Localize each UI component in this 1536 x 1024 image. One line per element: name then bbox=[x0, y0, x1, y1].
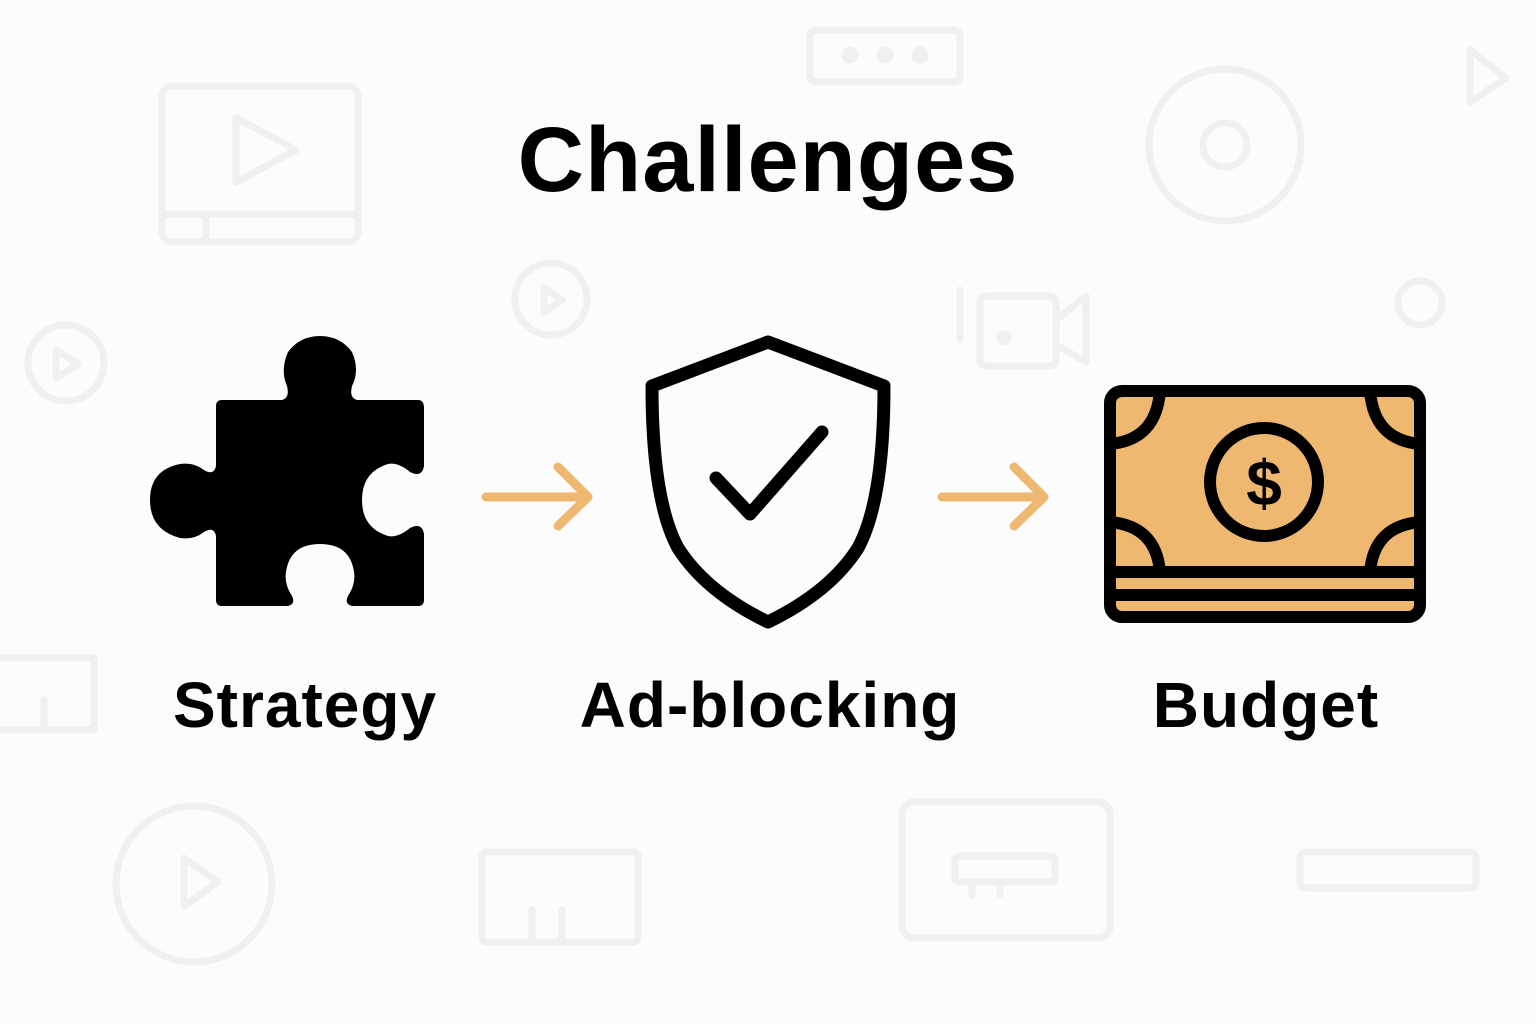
play-circle-icon bbox=[511, 259, 591, 339]
disc-icon bbox=[1145, 65, 1305, 225]
step-label-strategy: Strategy bbox=[172, 669, 438, 741]
puzzle-piece-icon bbox=[150, 336, 424, 606]
step-label-budget: Budget bbox=[1152, 669, 1380, 741]
play-circle-icon bbox=[24, 321, 108, 405]
monitor-icon bbox=[898, 798, 1114, 942]
chat-bubble-icon bbox=[806, 26, 964, 86]
page-title: Challenges bbox=[517, 109, 1019, 211]
play-circle-icon bbox=[112, 802, 276, 966]
arrow-right-icon bbox=[481, 462, 593, 531]
play-icon bbox=[1466, 46, 1510, 106]
shield-check-icon bbox=[645, 335, 891, 629]
bar-icon bbox=[1296, 848, 1480, 892]
step-label-ad-blocking: Ad-blocking bbox=[579, 669, 961, 741]
video-camera-icon bbox=[956, 286, 1090, 370]
monitor-icon bbox=[478, 848, 642, 946]
video-player-icon bbox=[158, 82, 362, 246]
tablet-icon bbox=[0, 654, 98, 734]
circle-icon bbox=[1394, 277, 1446, 329]
arrow-right-icon bbox=[937, 462, 1049, 531]
svg-text:$: $ bbox=[1246, 447, 1282, 519]
banknote-dollar-icon: $ bbox=[1104, 385, 1426, 623]
